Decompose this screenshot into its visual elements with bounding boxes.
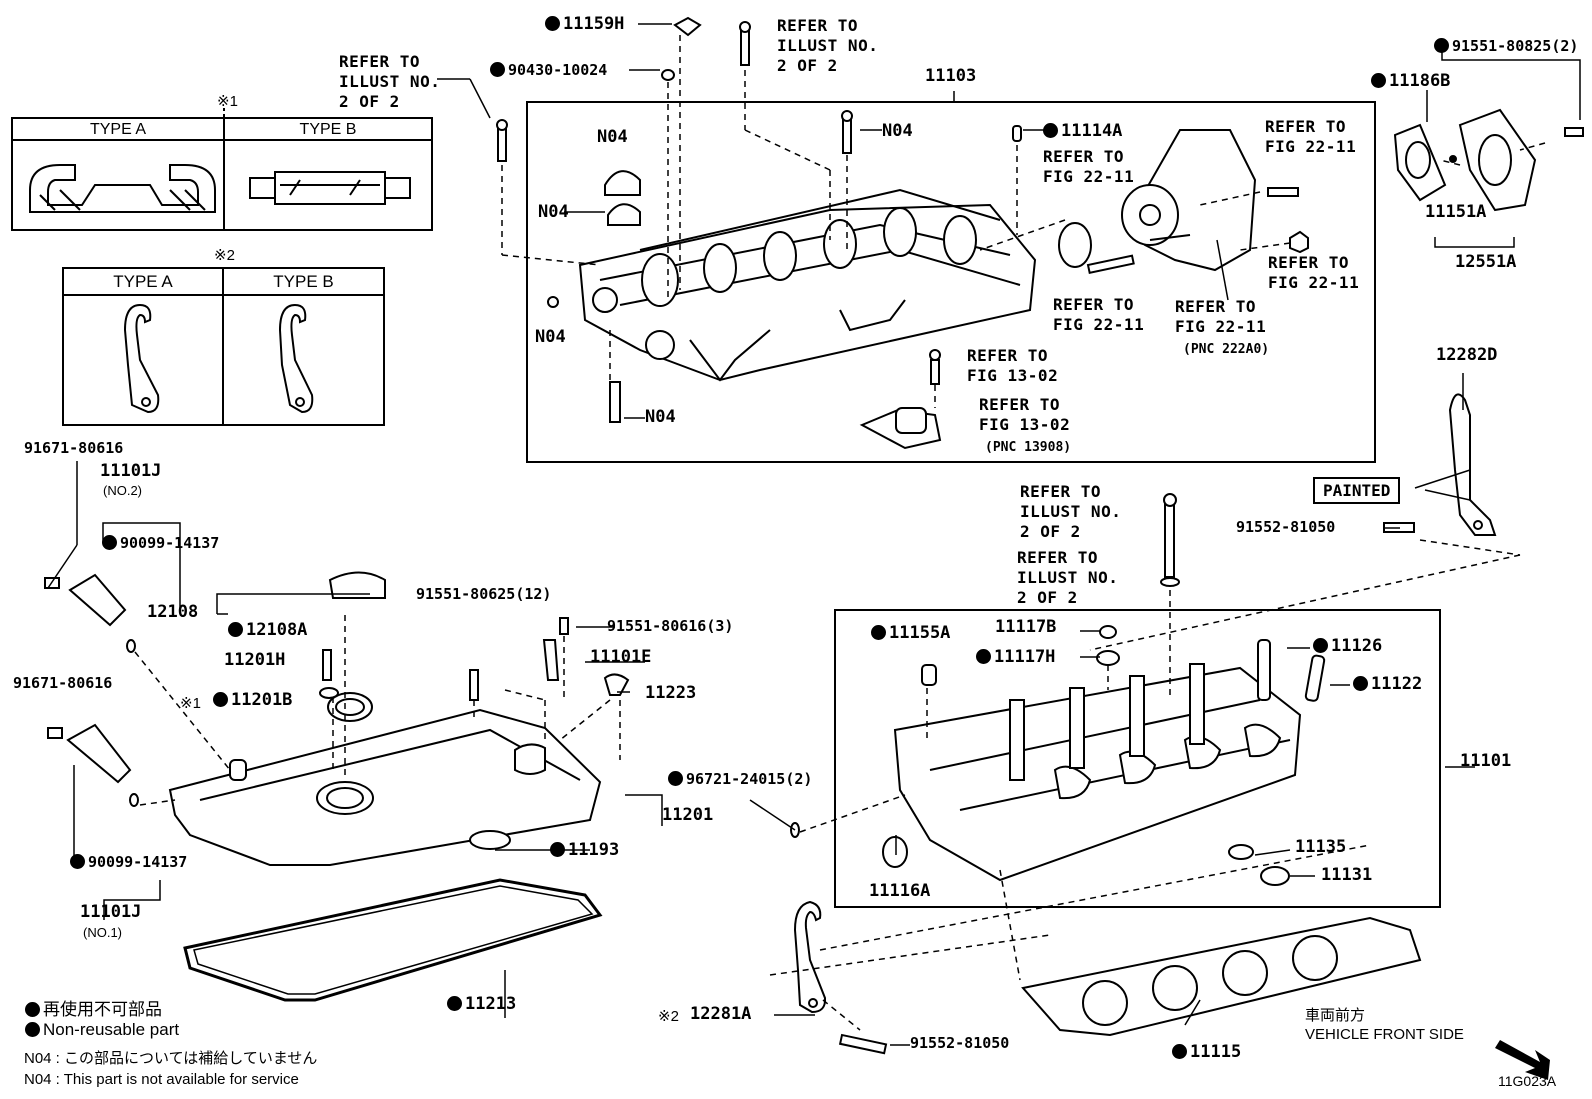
part-11101: 11101 [1460,751,1512,771]
part-11116A: 11116A [869,881,931,901]
part-91552-81050-top: 91552-81050 [1236,518,1336,536]
refer-pnc-222a0: (PNC 222A0) [1183,342,1270,357]
part-12108: 12108 [147,602,199,622]
refer-illust-top-left: REFER TO ILLUST NO. 2 OF 2 [339,52,441,111]
part-96721-24015: 96721-24015(2) [668,771,812,788]
part-11155A: 11155A [871,624,950,643]
part-11131: 11131 [1321,865,1373,885]
part-12282D: 12282D [1436,345,1498,365]
refer-illust-mid1: REFER TO ILLUST NO. 2 OF 2 [1020,482,1122,541]
camshaft-housing-frame [526,101,1376,463]
type2-hanger-drawings [123,303,314,414]
part-12281A-marker: ※2 [658,1008,679,1025]
part-91552-81050-bottom: 91552-81050 [910,1034,1010,1052]
n04-cap-upper: N04 [597,127,628,147]
part-11101E: 11101E [590,647,652,667]
part-11151A: 11151A [1425,202,1487,222]
cylinder-head-drawing [790,625,1326,886]
head-gasket-drawing [1021,916,1422,1037]
part-11201: 11201 [662,805,714,825]
part-11117B: 11117B [995,617,1057,637]
part-91551-80625: 91551-80625(12) [416,585,552,603]
part-11101J-no2: 11101J [100,461,162,481]
part-91551-80825: 91551-80825(2) [1434,38,1578,55]
legend-nonreuse-jp: 再使用不可部品 [25,995,162,1020]
n04-plug: N04 [535,327,566,347]
part-11103: 11103 [925,66,977,86]
part-11201B-marker: ※1 [180,695,201,712]
part-11117H: 11117H [976,648,1055,667]
type2-a-header: TYPE A [113,272,173,291]
refer-fig2211-stud: REFER TO FIG 22-11 [1053,295,1145,334]
n04-cap-lower: N04 [538,202,569,222]
refer-fig2211-cover: REFER TO FIG 22-11 [1265,117,1357,156]
chain-cover-drawing [1058,129,1257,272]
part-11223: 11223 [645,683,697,703]
part-91671-80616-a: 91671-80616 [24,439,124,457]
part-11101J-no2-sub: (NO.2) [103,483,142,498]
part-11159H: 11159H [545,15,624,34]
type2-marker: ※2 [214,247,235,264]
part-11122: 11122 [1353,675,1422,694]
painted-note: PAINTED [1313,477,1401,504]
part-11135: 11135 [1295,837,1347,857]
part-12108A: 12108A [228,621,307,640]
refer-fig2211-pump: REFER TO FIG 22-11 [1175,297,1267,336]
part-90099-14137-a: 90099-14137 [102,535,219,552]
refer-illust-mid2: REFER TO ILLUST NO. 2 OF 2 [1017,548,1119,607]
part-90099-14137-b: 90099-14137 [70,854,187,871]
vehicle-front-en: VEHICLE FRONT SIDE [1305,1026,1464,1043]
type2-b-header: TYPE B [273,272,334,291]
part-11201B: 11201B [213,691,292,710]
legend-n04-en: N04 : This part is not available for ser… [24,1071,299,1088]
part-11213: 11213 [447,995,516,1014]
type1-a-gasket-drawing [29,164,216,213]
diagram-code: 11G023A [1498,1073,1557,1089]
type1-a-header: TYPE A [89,121,147,138]
engine-hanger-rear-drawing [1383,393,1497,536]
head-bolt-drawing [1160,493,1180,587]
camshaft-housing-drawing [578,188,1037,382]
refer-illust-top: REFER TO ILLUST NO. 2 OF 2 [777,16,879,75]
part-11101J-no1-sub: (NO.1) [83,925,122,940]
part-11114A: 11114A [1043,122,1122,141]
part-12281A: 12281A [690,1004,752,1024]
refer-fig2211-seal: REFER TO FIG 22-11 [1043,147,1135,186]
leader-lines [47,23,1581,1046]
legend-nonreuse-en: Non-reusable part [25,1020,179,1040]
part-11126: 11126 [1313,637,1382,656]
cover-gasket-drawing [183,878,603,1002]
small-fasteners [496,16,1309,450]
n04-bolt: N04 [882,121,913,141]
part-11186B: 11186B [1371,72,1450,91]
type1-marker: ※1 [217,93,238,110]
front-arrow-icon [1495,1040,1550,1080]
head-cover-drawing [168,571,630,866]
refer-pnc-13908: (PNC 13908) [985,440,1072,455]
type1-b-header: TYPE B [299,121,357,138]
cylinder-head-frame [834,609,1441,908]
ocv-valves-drawing [44,573,139,807]
n04-stud: N04 [645,407,676,427]
type1-b-sleeve-drawing [249,171,411,205]
engine-hanger-front-drawing [793,900,888,1055]
part-91671-80616-b: 91671-80616 [13,674,113,692]
part-12551A: 12551A [1455,252,1517,272]
vehicle-front-jp: 車両前方 [1305,1007,1366,1024]
part-91551-80616: 91551-80616(3) [607,617,734,635]
part-11115: 11115 [1172,1043,1241,1062]
refer-fig1302-bracket: REFER TO FIG 13-02 [979,395,1071,434]
refer-fig1302-bolt: REFER TO FIG 13-02 [967,346,1059,385]
dashed-assembly-lines [134,35,1546,1031]
refer-fig2211-nut: REFER TO FIG 22-11 [1268,253,1360,292]
top-right-plate-drawing [1393,108,1584,212]
part-90430-10024: 90430-10024 [490,62,607,79]
part-11193: 11193 [550,841,619,860]
legend-n04-jp: N04 : この部品については補給していません [24,1050,318,1067]
part-11201H: 11201H [224,650,286,670]
type1-table-frame [11,117,433,231]
part-11101J-no1: 11101J [80,902,142,922]
